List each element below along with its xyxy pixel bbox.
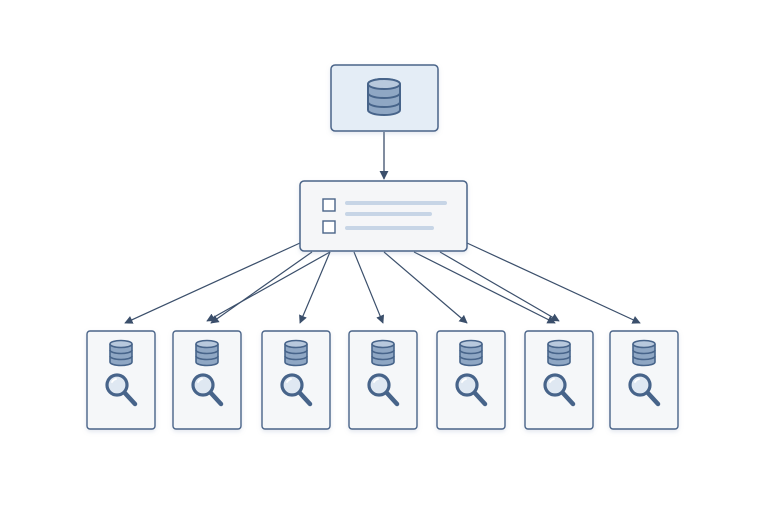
magnifier-icon (628, 373, 661, 407)
leaf-node (609, 330, 679, 430)
connector-checklist-to-leaf (383, 251, 468, 324)
magnifier-icon (280, 373, 313, 407)
leaf-node (172, 330, 242, 430)
database-icon (547, 339, 571, 367)
database-icon (284, 339, 308, 367)
leaf-node (348, 330, 418, 430)
checklist-node (299, 180, 468, 252)
root-database-node (330, 64, 439, 132)
connector-checklist-to-leaf (413, 251, 556, 324)
magnifier-icon (191, 373, 224, 407)
checkbox (322, 220, 336, 234)
connector-checklist-to-leaf (466, 242, 641, 324)
magnifier-icon (105, 373, 138, 407)
checkbox (322, 198, 336, 212)
database-icon (195, 339, 219, 367)
database-icon (367, 78, 401, 116)
connector-checklist-to-leaf (124, 242, 301, 324)
connector-checklist-to-leaf (353, 251, 385, 324)
connectors (124, 132, 641, 324)
leaf-node (86, 330, 156, 430)
database-icon (371, 339, 395, 367)
database-icon (109, 339, 133, 367)
leaf-node (261, 330, 331, 430)
database-icon (459, 339, 483, 367)
magnifier-icon (455, 373, 488, 407)
magnifier-icon (367, 373, 400, 407)
database-icon (632, 339, 656, 367)
leaf-node (436, 330, 506, 430)
leaf-nodes (86, 330, 679, 430)
leaf-node (524, 330, 594, 430)
connector-checklist-to-leaf (206, 251, 331, 322)
connector-checklist-to-leaf (439, 251, 560, 322)
magnifier-icon (543, 373, 576, 407)
connector-checklist-to-leaf (299, 251, 331, 324)
checklist-icon (322, 198, 447, 234)
connector-checklist-to-leaf (210, 251, 313, 324)
